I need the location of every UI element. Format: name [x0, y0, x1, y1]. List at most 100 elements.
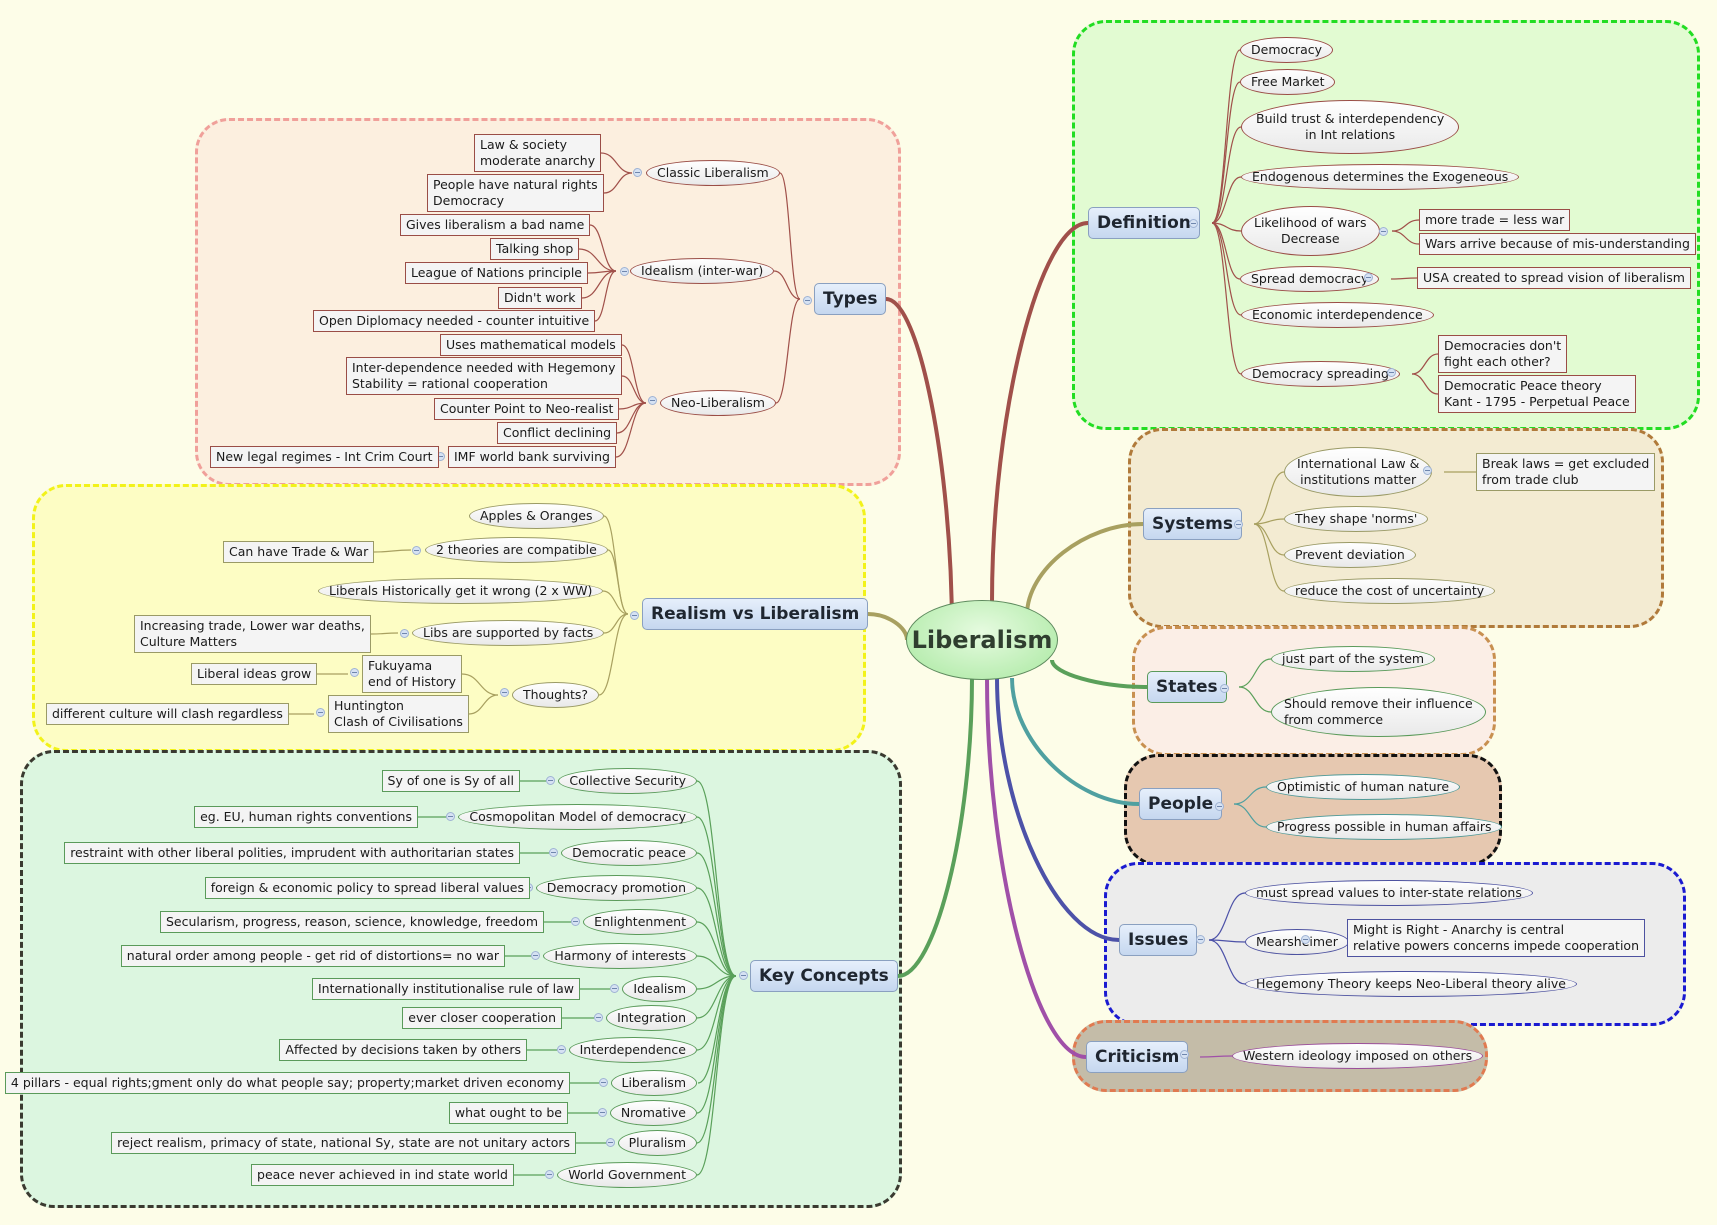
idealism-child[interactable]: Open Diplomacy needed - counter intuitiv…	[313, 310, 596, 332]
collapse-icon[interactable]	[545, 1170, 554, 1179]
idealism-child[interactable]: Didn't work	[498, 287, 582, 309]
def-free-market[interactable]: Free Market	[1240, 69, 1336, 95]
collapse-icon[interactable]	[630, 611, 639, 620]
key-concept[interactable]: Idealism	[622, 976, 697, 1002]
people-child[interactable]: Progress possible in human affairs	[1266, 814, 1503, 840]
rvl-compatible-child[interactable]: Can have Trade & War	[223, 541, 375, 563]
key-concept[interactable]: World Government	[557, 1162, 697, 1188]
key-concept[interactable]: Liberalism	[610, 1070, 697, 1096]
key-concept[interactable]: Cosmopolitan Model of democracy	[458, 804, 697, 830]
collapse-icon[interactable]	[594, 1013, 603, 1022]
imf-child[interactable]: New legal regimes - Int Crim Court	[210, 446, 439, 468]
sys-intl-law[interactable]: International Law & institutions matter	[1284, 447, 1433, 497]
def-democracy-spreading[interactable]: Democracy spreading	[1241, 361, 1400, 387]
collapse-icon[interactable]	[316, 708, 325, 717]
rvl-thoughts[interactable]: Thoughts?	[512, 682, 600, 708]
key-concept[interactable]: Pluralism	[617, 1130, 697, 1156]
collapse-icon[interactable]	[412, 546, 421, 555]
types-idealism[interactable]: Idealism (inter-war)	[630, 258, 775, 284]
collapse-icon[interactable]	[500, 688, 509, 697]
collapse-icon[interactable]	[633, 168, 642, 177]
key-concept[interactable]: Democracy promotion	[535, 875, 697, 901]
collapse-icon[interactable]	[739, 971, 748, 980]
collapse-icon[interactable]	[803, 296, 812, 305]
key-concept[interactable]: Democratic peace	[561, 840, 697, 866]
collapse-icon[interactable]	[549, 848, 558, 857]
collapse-icon[interactable]	[1220, 684, 1229, 693]
types-neo-liberalism[interactable]: Neo-Liberalism	[660, 390, 776, 416]
central-topic[interactable]: Liberalism	[906, 600, 1058, 680]
classic-child[interactable]: Law & society moderate anarchy	[474, 134, 602, 172]
neo-child[interactable]: Inter-dependence needed with Hegemony St…	[346, 357, 622, 395]
def-democracy[interactable]: Democracy	[1240, 37, 1334, 63]
rvl-compatible[interactable]: 2 theories are compatible	[425, 537, 608, 563]
key-concept[interactable]: Nromative	[609, 1100, 697, 1126]
branch-systems[interactable]: Systems	[1143, 508, 1242, 540]
criticism-child[interactable]: Western ideology imposed on others	[1232, 1043, 1484, 1069]
def-wars-child[interactable]: Wars arrive because of mis-understanding	[1419, 233, 1696, 255]
key-concept[interactable]: Collective Security	[558, 768, 697, 794]
collapse-icon[interactable]	[557, 1045, 566, 1054]
def-spread-democracy[interactable]: Spread democracy	[1240, 266, 1380, 292]
collapse-icon[interactable]	[1379, 227, 1388, 236]
key-concept-detail[interactable]: eg. EU, human rights conventions	[194, 806, 418, 828]
key-concept-detail[interactable]: peace never achieved in ind state world	[251, 1164, 514, 1186]
neo-child[interactable]: Uses mathematical models	[440, 334, 622, 356]
issues-spread-values[interactable]: must spread values to inter-state relati…	[1245, 880, 1533, 906]
idealism-child[interactable]: Talking shop	[490, 238, 580, 260]
neo-child[interactable]: Counter Point to Neo-realist	[434, 398, 620, 420]
branch-definition[interactable]: Definition	[1088, 207, 1200, 239]
collapse-icon[interactable]	[446, 812, 455, 821]
collapse-icon[interactable]	[1180, 1050, 1189, 1059]
rvl-fukuyama-child[interactable]: Liberal ideas grow	[191, 663, 318, 685]
key-concept-detail[interactable]: Sy of one is Sy of all	[381, 770, 520, 792]
branch-key-concepts[interactable]: Key Concepts	[750, 960, 898, 992]
branch-people[interactable]: People	[1139, 788, 1223, 820]
key-concept-detail[interactable]: Affected by decisions taken by others	[279, 1039, 527, 1061]
sys-shape-norms[interactable]: They shape 'norms'	[1284, 506, 1429, 532]
sys-reduce-cost[interactable]: reduce the cost of uncertainty	[1284, 578, 1496, 604]
rvl-huntington-child[interactable]: different culture will clash regardless	[46, 703, 289, 725]
def-build-trust[interactable]: Build trust & interdependency in Int rel…	[1241, 100, 1460, 154]
key-concept[interactable]: Harmony of interests	[543, 943, 697, 969]
issues-hegemony[interactable]: Hegemony Theory keeps Neo-Liberal theory…	[1245, 971, 1577, 997]
def-spreading-child[interactable]: Democracies don't fight each other?	[1438, 335, 1568, 373]
collapse-icon[interactable]	[599, 1078, 608, 1087]
collapse-icon[interactable]	[1423, 466, 1432, 475]
collapse-icon[interactable]	[1215, 802, 1224, 811]
branch-criticism[interactable]: Criticism	[1086, 1041, 1189, 1073]
sys-intl-law-child[interactable]: Break laws = get excluded from trade clu…	[1476, 453, 1656, 491]
collapse-icon[interactable]	[571, 917, 580, 926]
key-concept[interactable]: Interdependence	[568, 1037, 697, 1063]
key-concept-detail[interactable]: foreign & economic policy to spread libe…	[204, 877, 530, 899]
def-wars-child[interactable]: more trade = less war	[1419, 209, 1571, 231]
neo-child[interactable]: Conflict declining	[497, 422, 618, 444]
collapse-icon[interactable]	[546, 776, 555, 785]
idealism-child[interactable]: Gives liberalism a bad name	[400, 214, 591, 236]
key-concept-detail[interactable]: ever closer cooperation	[402, 1007, 562, 1029]
collapse-icon[interactable]	[610, 984, 619, 993]
collapse-icon[interactable]	[1189, 219, 1198, 228]
key-concept[interactable]: Enlightenment	[583, 909, 697, 935]
rvl-facts-child[interactable]: Increasing trade, Lower war deaths, Cult…	[134, 615, 371, 653]
collapse-icon[interactable]	[598, 1108, 607, 1117]
collapse-icon[interactable]	[620, 267, 629, 276]
rvl-historically-wrong[interactable]: Liberals Historically get it wrong (2 x …	[318, 578, 604, 604]
idealism-child[interactable]: League of Nations principle	[405, 262, 588, 284]
collapse-icon[interactable]	[400, 629, 409, 638]
key-concept-detail[interactable]: reject realism, primacy of state, nation…	[111, 1132, 576, 1154]
key-concept[interactable]: Integration	[606, 1005, 697, 1031]
rvl-huntington[interactable]: Huntington Clash of Civilisations	[328, 695, 469, 733]
collapse-icon[interactable]	[1387, 368, 1396, 377]
key-concept-detail[interactable]: what ought to be	[448, 1102, 568, 1124]
collapse-icon[interactable]	[1364, 273, 1373, 282]
key-concept-detail[interactable]: Secularism, progress, reason, science, k…	[159, 911, 544, 933]
key-concept-detail[interactable]: natural order among people - get rid of …	[120, 945, 505, 967]
def-endogenous[interactable]: Endogenous determines the Exogeneous	[1241, 164, 1520, 190]
states-child[interactable]: Should remove their influence from comme…	[1271, 687, 1486, 737]
collapse-icon[interactable]	[606, 1138, 615, 1147]
issues-mearsheimer-child[interactable]: Might is Right - Anarchy is central rela…	[1347, 919, 1645, 957]
neo-child-imf[interactable]: IMF world bank surviving	[448, 446, 616, 468]
collapse-icon[interactable]	[1234, 520, 1243, 529]
types-classic-liberalism[interactable]: Classic Liberalism	[646, 160, 780, 186]
